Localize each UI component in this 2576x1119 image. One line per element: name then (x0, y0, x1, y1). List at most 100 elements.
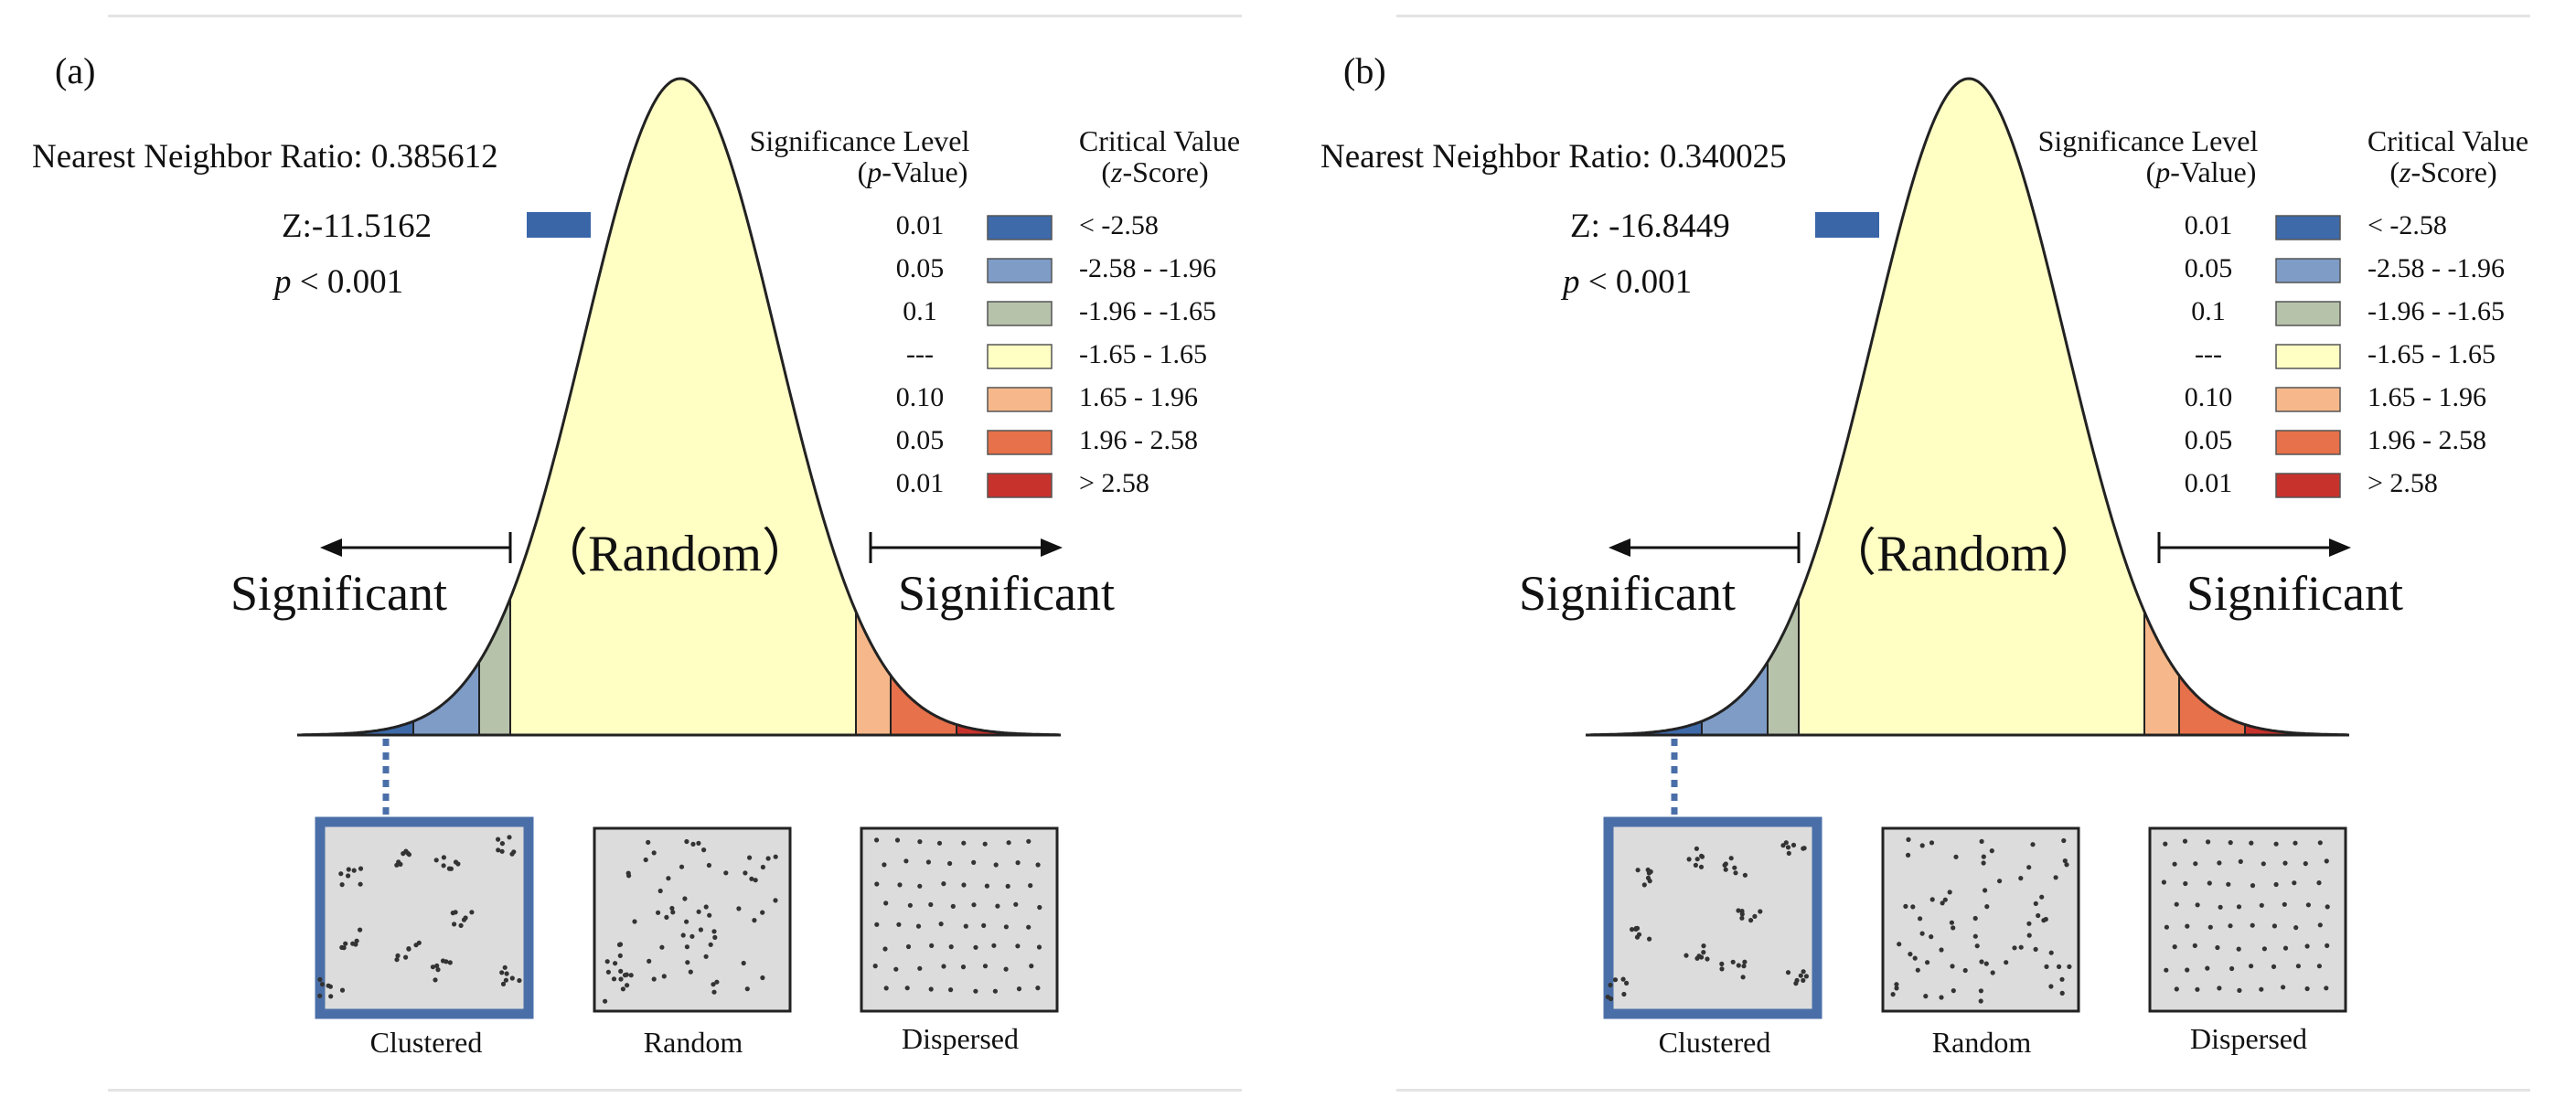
point-marker (741, 960, 746, 966)
point-marker (1906, 852, 1911, 858)
point-marker (613, 961, 618, 966)
point-marker (416, 940, 422, 945)
point-marker (1723, 867, 1728, 872)
point-marker (2163, 841, 2168, 847)
point-marker (995, 903, 1000, 909)
point-marker (441, 855, 446, 860)
bottom-divider (1396, 1089, 2530, 1092)
point-marker (1701, 950, 1706, 955)
point-marker (696, 909, 701, 914)
point-marker (1785, 845, 1791, 850)
legend-swatch (987, 215, 1053, 240)
curve-band-2 (412, 658, 480, 736)
legend-swatch (987, 344, 1053, 369)
point-marker (894, 837, 901, 843)
legend-z-range: -2.58 - -1.96 (2368, 253, 2505, 283)
point-marker (971, 902, 977, 908)
point-marker (1912, 955, 1918, 961)
point-marker (1701, 943, 1706, 949)
point-marker (358, 866, 364, 871)
legend-z-range: < -2.58 (2368, 210, 2447, 240)
point-marker (747, 855, 753, 860)
point-marker (1903, 903, 1908, 910)
point-marker (1634, 934, 1641, 940)
point-marker (358, 881, 363, 887)
point-marker (328, 994, 334, 999)
left-arrow (1609, 532, 1801, 563)
point-marker (2273, 841, 2279, 847)
point-marker (2174, 986, 2179, 992)
point-marker (452, 922, 457, 927)
point-marker (1890, 992, 1896, 997)
point-marker (1949, 920, 1954, 925)
point-marker (992, 988, 998, 994)
point-marker (1035, 862, 1041, 868)
right-significant-label: Significant (898, 566, 1115, 621)
point-marker (433, 977, 438, 983)
legend-p-value: 0.01 (895, 210, 945, 240)
point-marker (441, 863, 446, 869)
point-marker (760, 910, 765, 915)
legend-p-value: --- (2195, 339, 2222, 369)
point-marker (1694, 955, 1700, 961)
legend-p-value: --- (906, 339, 934, 369)
point-marker (1608, 996, 1614, 1002)
point-marker (406, 852, 412, 858)
point-marker (2048, 950, 2054, 955)
legend-swatch (2275, 215, 2341, 240)
point-marker (2185, 967, 2190, 973)
point-marker (1006, 840, 1011, 846)
point-marker (2053, 875, 2058, 880)
point-marker (2185, 923, 2190, 929)
point-marker (2172, 861, 2177, 867)
point-marker (973, 988, 978, 994)
point-marker (503, 977, 509, 983)
point-marker (434, 963, 440, 968)
point-marker (905, 943, 912, 950)
point-marker (343, 941, 348, 946)
point-marker (2228, 840, 2233, 846)
point-marker (2317, 840, 2323, 846)
point-marker (350, 941, 356, 946)
legend-swatch (987, 473, 1053, 498)
curve-band-4 (1798, 77, 2145, 736)
point-marker (1035, 986, 1041, 991)
point-marker (1608, 982, 1613, 988)
dispersed-pattern-box (860, 826, 1059, 1013)
p-symbol: p (1563, 263, 1580, 301)
legend-p-value: 0.1 (2191, 296, 2226, 326)
point-marker (1908, 952, 1913, 957)
critical-value-header: Critical Value (1078, 124, 1241, 157)
point-marker (1984, 904, 1990, 910)
point-marker (2304, 943, 2310, 949)
point-marker (760, 864, 766, 870)
point-marker (2282, 901, 2287, 907)
point-marker (646, 839, 651, 846)
left-significant-label: Significant (1519, 566, 1736, 621)
point-marker (1981, 854, 1986, 859)
point-marker (925, 859, 932, 865)
point-marker (395, 953, 401, 958)
point-marker (499, 848, 505, 854)
clustered-points (1605, 840, 1809, 1002)
point-marker (2303, 861, 2308, 867)
point-marker (1698, 864, 1705, 869)
p-value: < 0.001 (1579, 263, 1693, 301)
point-marker (1939, 995, 1944, 1000)
point-marker (929, 943, 935, 948)
point-marker (897, 882, 903, 888)
panel-b: (b) Nearest Neighbor Ratio: 0.340025 Z: … (1288, 0, 2576, 1119)
point-marker (511, 849, 517, 855)
point-marker (2059, 976, 2065, 982)
legend-p-value: 0.01 (2184, 210, 2233, 240)
point-marker (2048, 984, 2054, 989)
point-marker (928, 986, 934, 992)
point-marker (2164, 924, 2169, 930)
point-marker (500, 981, 507, 986)
point-marker (896, 922, 902, 927)
point-marker (723, 870, 729, 876)
point-marker (1910, 904, 1916, 910)
legend-p-value: 0.05 (2184, 425, 2233, 455)
legend-swatch (2275, 473, 2341, 498)
right-arrow (869, 532, 1063, 563)
